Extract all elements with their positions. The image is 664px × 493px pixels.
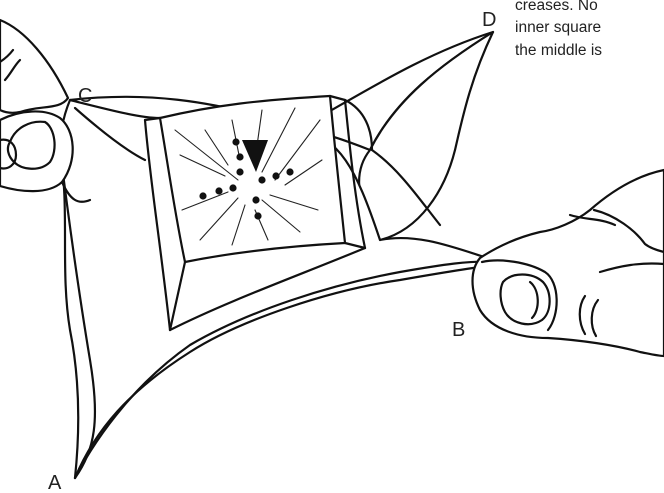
- label-a: A: [48, 472, 62, 493]
- left-hand-upper-finger: [0, 20, 68, 113]
- caption-line-1: creases. No: [515, 0, 598, 14]
- caption-line-3: the middle is: [515, 42, 602, 59]
- inner-square: [160, 96, 345, 262]
- caption-line-2: inner square: [515, 19, 601, 36]
- label-d: D: [482, 9, 496, 31]
- right-hand: [473, 170, 664, 356]
- label-b: B: [452, 319, 465, 341]
- left-thumb: [0, 111, 73, 191]
- label-c: C: [78, 85, 92, 107]
